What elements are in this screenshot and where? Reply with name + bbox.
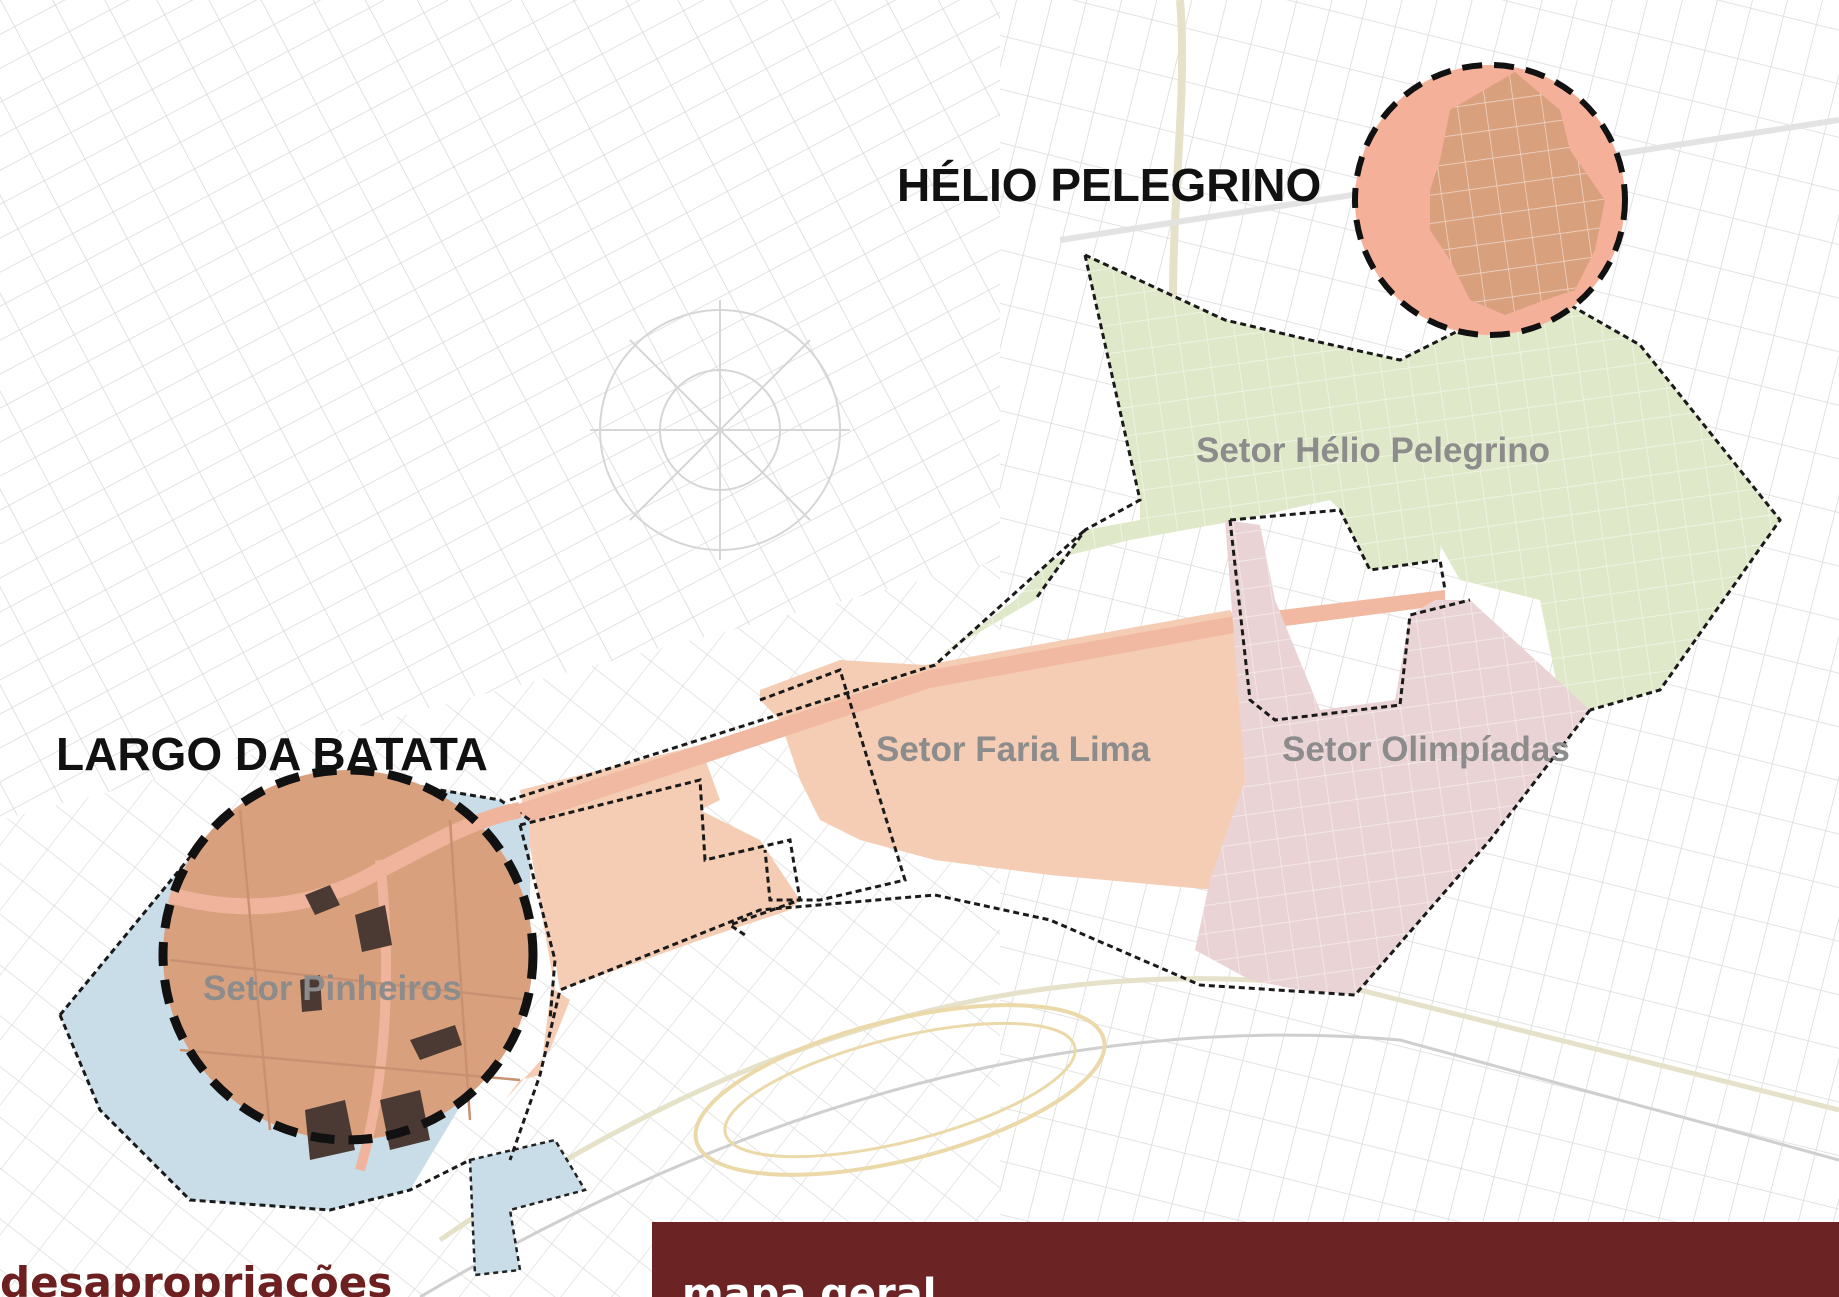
sector-outlines [58, 253, 1782, 1212]
setor-faria-lima-label: Setor Faria Lima [876, 730, 1151, 769]
footer-bar: mapa geral [652, 1222, 1839, 1297]
largo-da-batata-highlight [158, 765, 538, 1172]
footer-left: desapropriações [0, 1262, 640, 1297]
footer-left-title: desapropriações [0, 1262, 393, 1297]
helio-pelegrino-highlight [1352, 62, 1628, 338]
largo-da-batata-title: LARGO DA BATATA [56, 728, 488, 780]
sector-helio-area [940, 255, 1780, 710]
helio-pelegrino-title: HÉLIO PELEGRINO [897, 159, 1322, 211]
sector-olimp-area [1195, 520, 1590, 995]
footer-bar-title: mapa geral [682, 1271, 937, 1297]
setor-helio-pelegrino-label: Setor Hélio Pelegrino [1196, 431, 1550, 470]
setor-olimpiadas-label: Setor Olimpíadas [1282, 730, 1570, 769]
setor-pinheiros-label: Setor Pinheiros [203, 969, 462, 1008]
